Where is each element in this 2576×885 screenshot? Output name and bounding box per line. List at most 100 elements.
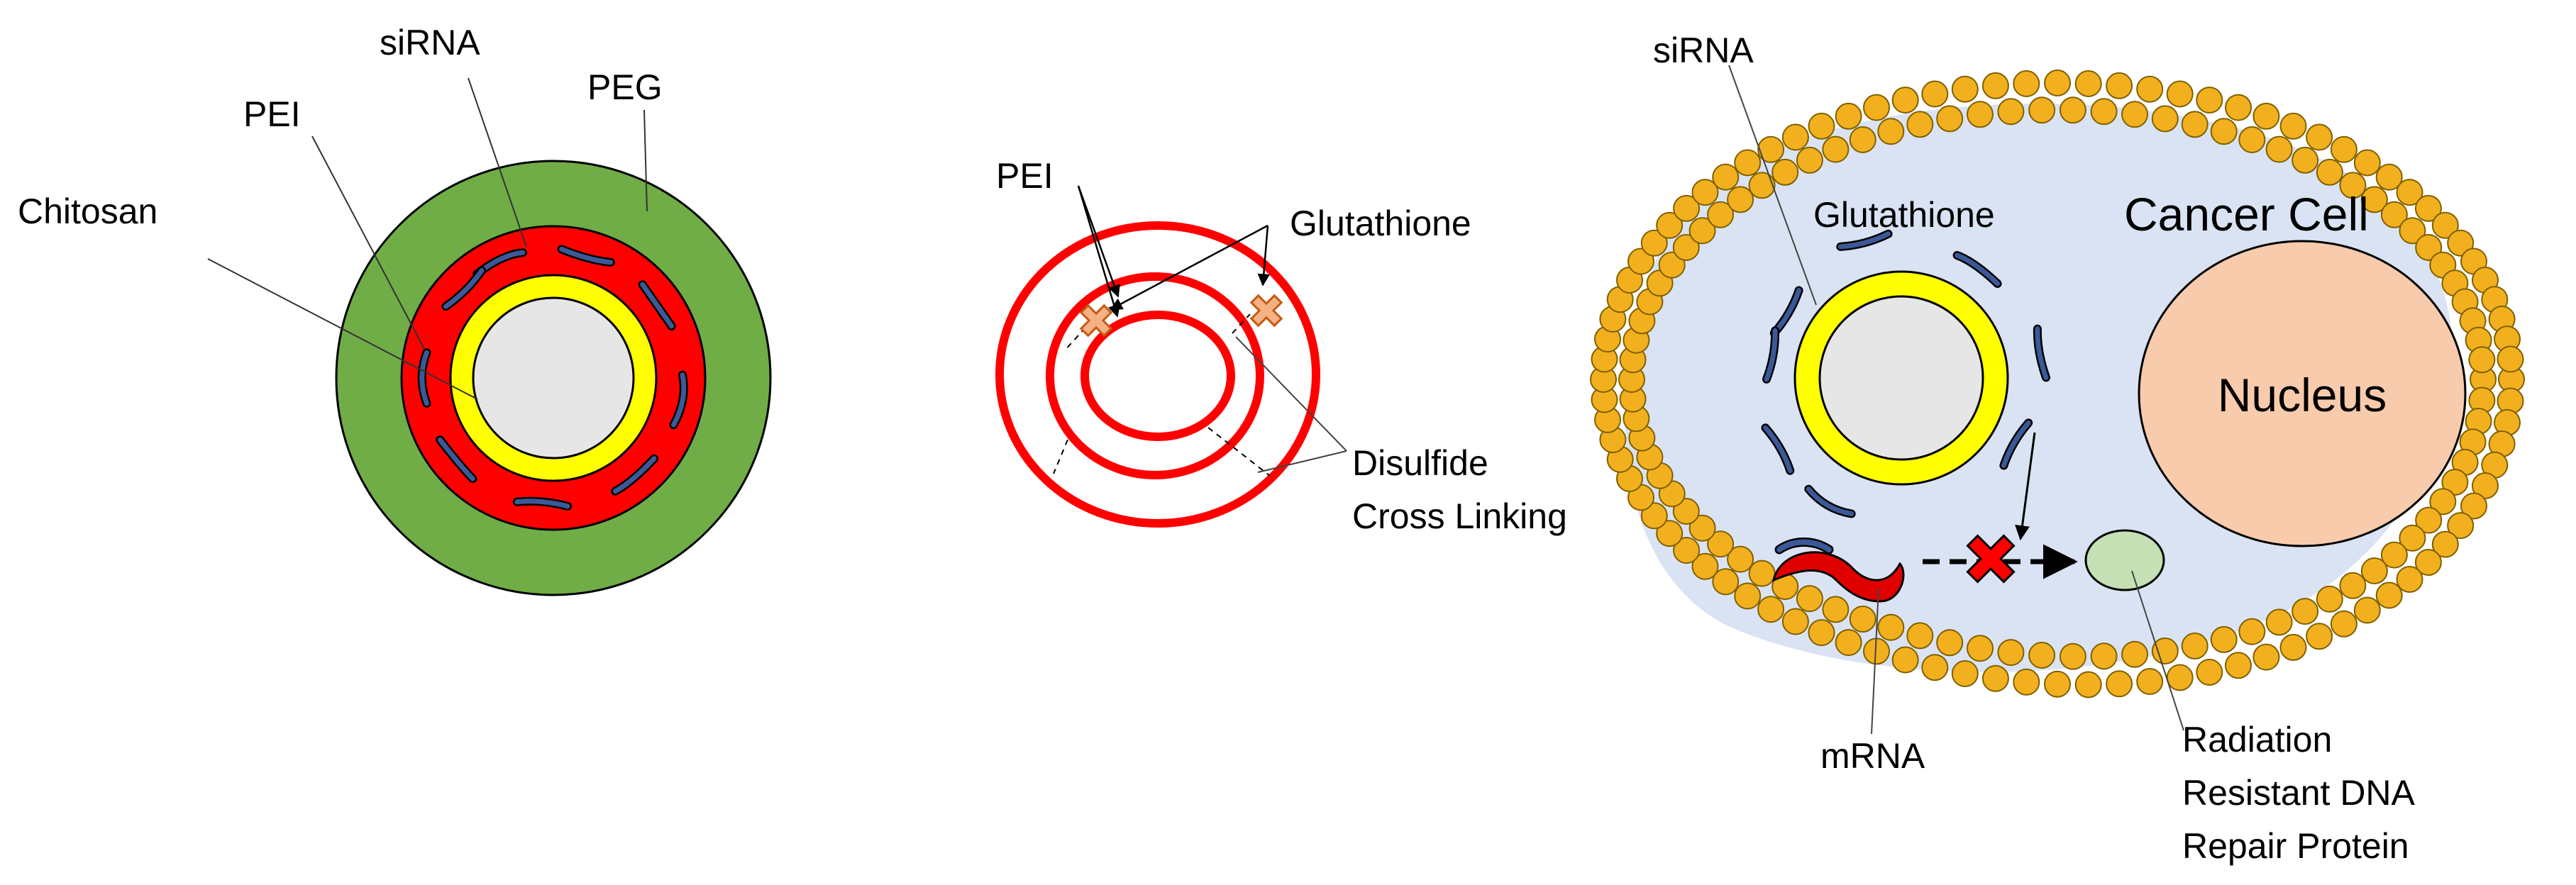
lipid-bead [1983, 73, 2008, 99]
crosslinking-panel: PEI Glutathione Disulfide Cross Linking [996, 156, 1567, 536]
lipid-bead [2226, 95, 2251, 121]
disulfide-label-line1: Disulfide [1352, 443, 1488, 483]
lipid-bead [2013, 669, 2039, 695]
lipid-bead [2029, 642, 2055, 668]
lipid-bead [2076, 71, 2101, 96]
lipid-bead [1967, 635, 1993, 661]
particle-core-2 [1820, 296, 1983, 460]
lipid-bead [2253, 645, 2279, 670]
lipid-bead [2239, 127, 2265, 152]
protein-label-line3: Repair Protein [2182, 826, 2409, 866]
lipid-bead [2137, 77, 2162, 102]
lipid-bead [2045, 70, 2070, 96]
lipid-bead [2498, 347, 2524, 372]
lipid-bead [1998, 640, 2023, 665]
lipid-bead [2306, 623, 2332, 649]
lipid-bead [2377, 583, 2402, 608]
lipid-bead [2211, 118, 2237, 144]
lipid-bead [1735, 584, 1760, 609]
lipid-bead [1850, 606, 1876, 632]
lipid-bead [1823, 596, 1848, 622]
lipid-bead [2196, 659, 2222, 685]
lipid-bead [2060, 644, 2086, 669]
lipid-bead [1922, 82, 1947, 107]
lipid-bead [1922, 655, 1947, 680]
lipid-bead [2106, 671, 2132, 696]
lipid-bead [1998, 99, 2023, 124]
lipid-bead [1772, 160, 1798, 185]
lipid-bead [2013, 71, 2039, 96]
lipid-bead [2076, 672, 2101, 698]
lipid-bead [2152, 638, 2178, 664]
lipid-bead [1749, 172, 1775, 198]
lipid-bead [1758, 137, 1784, 162]
lipid-bead [2211, 627, 2237, 652]
lipid-bead [1809, 620, 1835, 645]
cancer-cell-label: Cancer Cell [2124, 188, 2369, 240]
lipid-bead [2253, 104, 2279, 129]
sirna-label: siRNA [380, 23, 480, 62]
lipid-bead [2167, 665, 2193, 691]
lipid-bead [2226, 652, 2251, 678]
lipid-bead [1809, 113, 1835, 139]
lipid-bead [2122, 101, 2147, 127]
disulfide-leader-line-b [1258, 451, 1347, 472]
lipid-bead [2091, 99, 2117, 124]
lipid-bead [2182, 111, 2208, 137]
lipid-bead [2281, 113, 2306, 139]
lipid-bead [2469, 347, 2494, 372]
lipid-bead [1952, 77, 1978, 102]
lipid-bead [1797, 586, 1823, 611]
lipid-bead [2281, 635, 2306, 660]
lipid-bead [1735, 150, 1760, 176]
lipid-bead [2167, 82, 2193, 107]
cell-panel: Nucleus Cancer Cell siRNA Glutathione mR… [1591, 30, 2524, 866]
lipid-bead [1937, 630, 1962, 655]
lipid-bead [1783, 125, 1808, 150]
lipid-bead [1728, 187, 1753, 212]
protein-label-line1: Radiation [2182, 720, 2332, 759]
pei-label: PEI [243, 94, 301, 134]
lipid-bead [2306, 125, 2332, 150]
lipid-bead [2045, 672, 2070, 697]
chitosan-label: Chitosan [18, 191, 157, 231]
lipid-bead [1983, 666, 2008, 691]
lipid-bead [2317, 160, 2343, 185]
peg-label: PEG [587, 67, 663, 107]
lipid-bead [1907, 111, 1933, 137]
mrna-label: mRNA [1820, 736, 1925, 776]
glutathione-label: Glutathione [1290, 204, 1471, 243]
lipid-bead [2340, 573, 2365, 599]
lipid-bead [2292, 599, 2318, 624]
lipid-bead [2196, 87, 2222, 113]
lipid-bead [2317, 586, 2343, 612]
lipid-bead [1967, 101, 1993, 127]
glutathione-label-2: Glutathione [1813, 195, 1995, 235]
lipid-bead [1864, 95, 1889, 121]
lipid-bead [1758, 596, 1784, 622]
pei-label-2: PEI [996, 156, 1054, 196]
lipid-bead [1836, 104, 1862, 129]
lipid-bead [1878, 118, 1903, 144]
disulfide-leader-line-a [1236, 337, 1347, 451]
nucleus-label: Nucleus [2218, 369, 2387, 421]
lipid-bead [2355, 150, 2380, 176]
lipid-bead [2331, 137, 2357, 162]
repair-protein [2086, 530, 2164, 590]
lipid-bead [1907, 623, 1933, 648]
lipid-bead [2267, 137, 2292, 162]
lipid-bead [2106, 73, 2132, 99]
lipid-bead [1823, 137, 1848, 162]
lipid-bead [1797, 148, 1823, 173]
lipid-bead [2355, 598, 2380, 623]
lipid-bead [1783, 609, 1808, 635]
lipid-bead [1893, 647, 1918, 673]
lipid-bead [2331, 611, 2357, 637]
lipid-bead [1893, 87, 1918, 113]
lipid-bead [1878, 615, 1903, 640]
lipid-bead [1836, 630, 1862, 655]
lipid-bead [2292, 148, 2318, 173]
lipid-bead [2152, 106, 2178, 131]
lipid-bead [2362, 558, 2387, 584]
